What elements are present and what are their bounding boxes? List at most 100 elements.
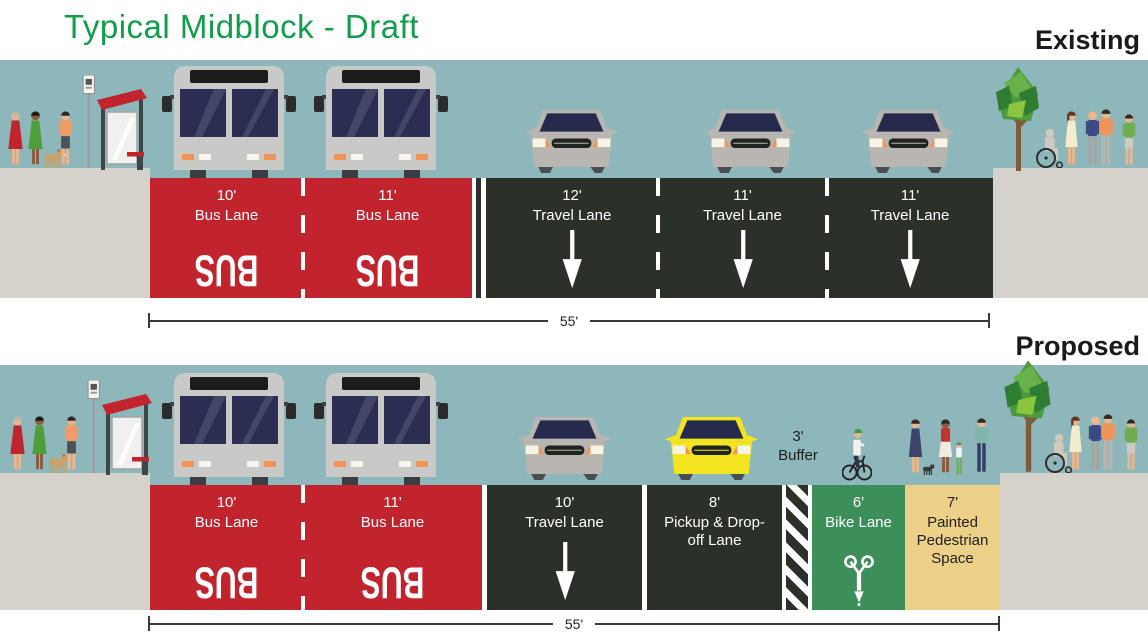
bus-pavement-marking: BUS bbox=[355, 245, 420, 296]
dog-figure bbox=[923, 464, 935, 476]
proposed-section-label: Proposed bbox=[1015, 331, 1140, 361]
lane-name-label: Bus Lane bbox=[355, 207, 420, 224]
lane-proposed-bus-2: 11' Bus Lane BUS bbox=[303, 485, 482, 610]
pedestrian-figure bbox=[58, 111, 73, 165]
existing-scene: 10' Bus Lane BUS 11' Bus Lane BUS 12' Tr… bbox=[0, 60, 1148, 312]
bus-shelter bbox=[102, 394, 152, 475]
bus-front bbox=[162, 66, 296, 178]
left-sidewalk-proposed bbox=[0, 473, 150, 610]
lane-proposed-painted-pedestrian-space: 7' Painted Pedestrian Space bbox=[905, 485, 1000, 610]
lane-name-label: Painted Pedestrian Space bbox=[916, 514, 989, 567]
lane-divider-dashed bbox=[301, 178, 305, 298]
down-arrow-marking bbox=[900, 230, 920, 289]
pedestrian-figure bbox=[1088, 416, 1103, 470]
dog-figure bbox=[43, 149, 66, 168]
dimension-tick bbox=[998, 616, 1000, 631]
dimension-segment bbox=[590, 319, 990, 322]
lane-width-label: 11' bbox=[383, 494, 402, 511]
tree bbox=[996, 67, 1039, 171]
bus-front bbox=[314, 66, 448, 178]
wheelchair-user bbox=[1036, 128, 1064, 168]
lane-divider-dashed bbox=[656, 178, 660, 298]
lane-existing-travel-1: 12' Travel Lane bbox=[486, 178, 658, 298]
lane-divider-double-white bbox=[472, 178, 485, 298]
pedestrian-figure bbox=[8, 111, 23, 165]
lane-divider-dashed bbox=[825, 178, 829, 298]
lane-proposed-bike: 6' Bike Lane bbox=[812, 485, 905, 610]
down-arrow-marking bbox=[555, 542, 575, 601]
existing-section-label: Existing bbox=[1034, 25, 1140, 55]
pedestrian-figure bbox=[1085, 111, 1100, 165]
dimension-segment bbox=[148, 622, 553, 625]
lane-proposed-bus-1: 10' Bus Lane BUS bbox=[150, 485, 303, 610]
dimension-line-proposed: 55' bbox=[148, 616, 1000, 632]
lane-width-label: 10' bbox=[554, 494, 575, 511]
right-sidewalk-existing bbox=[993, 168, 1148, 298]
lane-divider-dashed bbox=[301, 485, 305, 610]
car-front bbox=[703, 109, 798, 174]
pedestrian-figure bbox=[32, 416, 47, 470]
lane-width-label: 8' bbox=[708, 494, 721, 511]
lane-existing-bus-1: 10' Bus Lane BUS bbox=[150, 178, 303, 298]
bus-stop-sign bbox=[87, 380, 100, 473]
wheelchair-user bbox=[1045, 433, 1073, 473]
bus-front bbox=[162, 373, 296, 485]
lane-divider-solid-white bbox=[642, 485, 647, 610]
lane-divider-solid-white bbox=[482, 485, 487, 610]
lane-name-label: Bus Lane bbox=[194, 207, 259, 224]
lane-existing-bus-2: 11' Bus Lane BUS bbox=[303, 178, 472, 298]
pedestrian-figure bbox=[938, 419, 953, 473]
dimension-tick bbox=[988, 313, 990, 328]
total-width-label: 55' bbox=[559, 312, 579, 329]
pedestrian-figure bbox=[1099, 109, 1113, 165]
page-title: Typical Midblock - Draft bbox=[64, 8, 419, 45]
lane-width-label: 11' bbox=[733, 187, 752, 204]
buffer-name-label: Buffer bbox=[778, 447, 818, 464]
buffer-label: 3' Buffer bbox=[767, 427, 829, 465]
pedestrian-figure bbox=[28, 111, 43, 165]
lane-name-label: Travel Lane bbox=[870, 207, 950, 224]
dimension-tick bbox=[148, 313, 150, 328]
taxi-front bbox=[664, 416, 759, 481]
lane-width-label: 7' bbox=[946, 494, 959, 511]
pedestrian-figure bbox=[1124, 419, 1138, 470]
down-arrow-marking bbox=[562, 230, 582, 289]
lane-name-label: Pickup & Drop-off Lane bbox=[664, 514, 765, 549]
bus-shelter bbox=[97, 89, 147, 170]
dimension-segment bbox=[148, 319, 548, 322]
cyclist-figure bbox=[842, 429, 872, 481]
lane-name-label: Travel Lane bbox=[703, 207, 782, 224]
bus-pavement-marking: BUS bbox=[360, 557, 425, 608]
pedestrian-figure bbox=[10, 416, 25, 470]
roadway-existing: 10' Bus Lane BUS 11' Bus Lane BUS 12' Tr… bbox=[0, 178, 1148, 298]
lane-name-label: Travel Lane bbox=[525, 514, 604, 531]
dimension-tick bbox=[148, 616, 150, 631]
right-sidewalk-proposed bbox=[1000, 473, 1148, 610]
lane-width-label: 12' bbox=[562, 187, 582, 204]
lane-width-label: 6' bbox=[852, 494, 865, 511]
lane-width-label: 11' bbox=[378, 187, 397, 204]
car-front bbox=[517, 416, 612, 481]
lane-name-label: Bus Lane bbox=[360, 514, 425, 531]
car-front bbox=[524, 109, 619, 174]
dog-figure bbox=[48, 454, 71, 473]
proposed-scene: 10' Bus Lane BUS 11' Bus Lane BUS 10' Tr… bbox=[0, 360, 1148, 612]
pedestrian-figure bbox=[908, 419, 923, 473]
dimension-segment bbox=[595, 622, 1000, 625]
lane-proposed-travel: 10' Travel Lane bbox=[487, 485, 642, 610]
down-arrow-marking bbox=[733, 230, 753, 289]
lane-existing-travel-2: 11' Travel Lane bbox=[658, 178, 827, 298]
left-sidewalk-existing bbox=[0, 168, 150, 298]
bike-symbol-marking bbox=[843, 555, 874, 606]
lane-name-label: Bike Lane bbox=[825, 514, 892, 531]
lane-width-label: 10' bbox=[216, 187, 237, 204]
lane-existing-travel-3: 11' Travel Lane bbox=[827, 178, 993, 298]
tree bbox=[1004, 360, 1051, 472]
pedestrian-figure bbox=[1122, 114, 1136, 165]
bus-pavement-marking: BUS bbox=[194, 557, 259, 608]
pedestrian-figure bbox=[1069, 416, 1082, 470]
bus-front bbox=[314, 373, 448, 485]
lane-width-label: 10' bbox=[216, 494, 237, 511]
pedestrian-figure bbox=[1065, 111, 1078, 165]
